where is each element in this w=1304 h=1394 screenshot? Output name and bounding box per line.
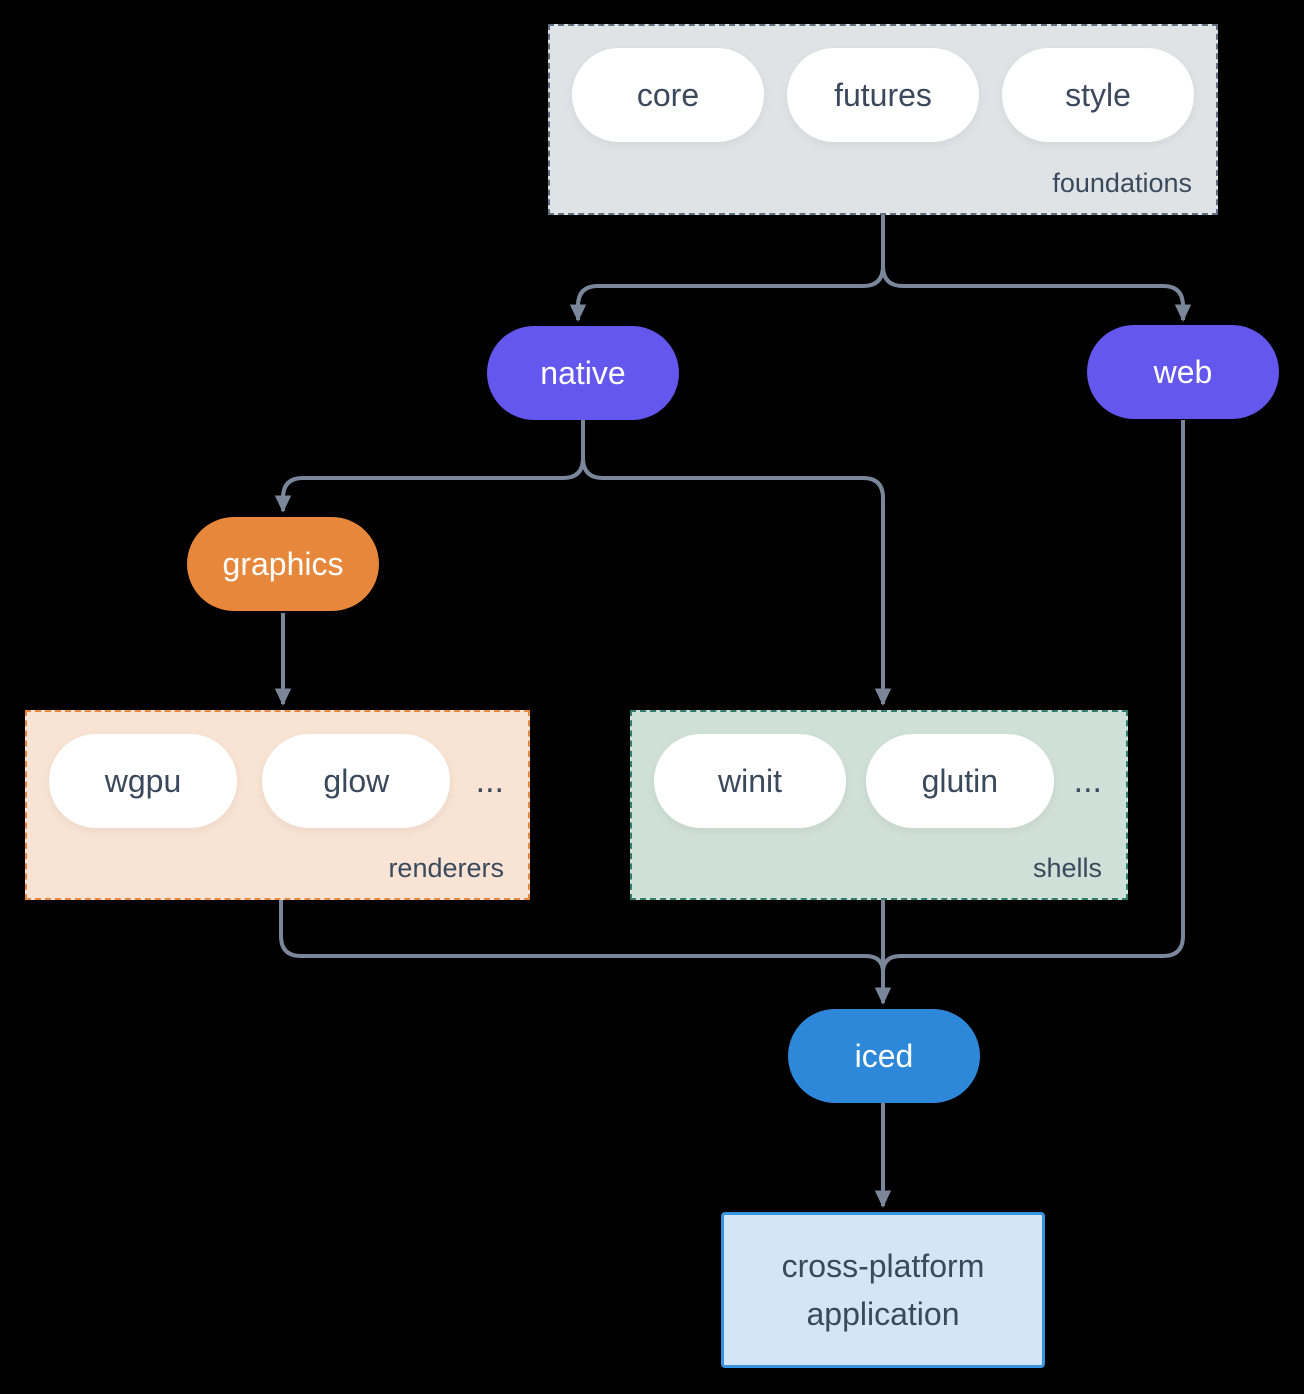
pill-core: core xyxy=(572,48,764,142)
node-native: native xyxy=(487,326,679,420)
pill-glow: glow xyxy=(262,734,451,828)
pill-winit: winit xyxy=(654,734,846,828)
node-web: web xyxy=(1087,325,1279,419)
renderers-group-label: renderers xyxy=(388,853,504,883)
renderers-ellipsis: ... xyxy=(475,761,504,800)
pill-glutin: glutin xyxy=(865,734,1054,828)
pill-wgpu: wgpu xyxy=(49,734,237,828)
renderers-group: wgpu glow ... renderers xyxy=(25,710,530,900)
pill-futures: futures xyxy=(787,48,979,142)
edge-foundations-web xyxy=(881,215,1192,322)
application-box: cross-platform application xyxy=(721,1212,1045,1368)
foundations-group-label: foundations xyxy=(1052,168,1192,198)
shells-pill-row: winit glutin ... xyxy=(632,712,1126,828)
edge-foundations-native xyxy=(569,215,885,322)
edge-renderers-merge xyxy=(279,900,885,973)
foundations-group: core futures style foundations xyxy=(548,24,1218,215)
foundations-pill-row: core futures style xyxy=(550,26,1216,142)
node-iced: iced xyxy=(788,1009,980,1103)
shells-group-label: shells xyxy=(1032,853,1102,883)
renderers-pill-row: wgpu glow ... xyxy=(27,712,528,828)
node-graphics: graphics xyxy=(187,517,379,611)
edge-native-graphics xyxy=(274,420,585,513)
edge-web-merge xyxy=(881,420,1185,973)
edge-native-shells xyxy=(581,420,892,706)
shells-group: winit glutin ... shells xyxy=(630,710,1128,900)
pill-style: style xyxy=(1002,48,1194,142)
shells-ellipsis: ... xyxy=(1073,761,1102,800)
